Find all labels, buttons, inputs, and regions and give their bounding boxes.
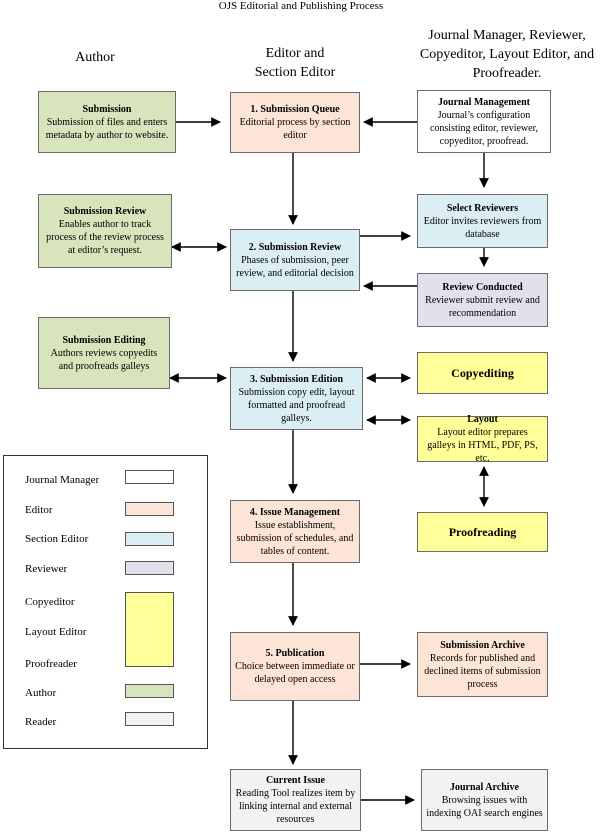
box-title: Journal Management — [438, 96, 530, 108]
box-title: Submission — [82, 103, 132, 115]
box-title: 3. Submission Edition — [249, 373, 344, 385]
box-title: Review Conducted — [442, 281, 523, 293]
box-text: Reading Tool realizes item by linking in… — [235, 788, 356, 825]
legend-swatch-author — [125, 684, 174, 698]
legend-swatch-production — [125, 592, 174, 667]
box-title: Proofreading — [448, 524, 517, 539]
proofreading-box: Proofreading — [417, 512, 548, 552]
journal-archive-box: Journal Archive Browsing issues with ind… — [421, 769, 548, 831]
select-reviewers-box: Select Reviewers Editor invites reviewer… — [417, 194, 548, 248]
box-title: 5. Publication — [265, 648, 325, 659]
box-text: Authors reviews copyedits and proofreads… — [50, 347, 158, 372]
legend-label-journal-manager: Journal Manager — [25, 474, 100, 486]
author-submission-editing-box: Submission Editing Authors reviews copye… — [38, 317, 170, 389]
submission-archive-box: Submission Archive Records for published… — [417, 632, 548, 697]
diagram-title: OJS Editorial and Publishing Process — [218, 0, 384, 12]
copyediting-box: Copyediting — [417, 352, 548, 394]
box-title: 4. Issue Management — [249, 506, 341, 518]
box-title: Select Reviewers — [446, 202, 519, 214]
box-text: Phases of submission, peer review, and e… — [236, 254, 354, 279]
box-title: Layout — [467, 414, 498, 425]
legend-label-reader: Reader — [25, 716, 57, 728]
box-text: Layout editor prepares galleys in HTML, … — [427, 427, 538, 464]
box-text: Browsing issues with indexing OAI search… — [426, 794, 543, 819]
editor-column-header: Editor and Section Editor — [254, 46, 336, 80]
box-text: Choice between immediate or delayed open… — [235, 661, 355, 685]
layout-box: Layout Layout editor prepares galleys in… — [417, 414, 548, 464]
roles-column-header: Journal Manager, Reviewer, Copyeditor, L… — [419, 28, 595, 81]
author-submission-review-box: Submission Review Enables author to trac… — [38, 194, 172, 268]
box-text: Editorial process by section editor — [239, 117, 351, 141]
legend-label-author: Author — [25, 687, 57, 699]
box-title: 2. Submission Review — [248, 241, 342, 253]
submission-queue-box: 1. Submission Queue Editorial process by… — [230, 92, 360, 153]
box-text: Editor invites reviewers from database — [423, 215, 542, 240]
author-submission-box: Submission Submission of files and enter… — [38, 91, 176, 153]
legend-label-proofreader: Proofreader — [25, 658, 77, 670]
box-title: Copyediting — [451, 365, 514, 380]
author-column-header: Author — [75, 50, 115, 65]
legend-label-section-editor: Section Editor — [25, 533, 89, 545]
legend-swatch-section-editor — [125, 532, 174, 546]
submission-review-box: 2. Submission Review Phases of submissio… — [230, 229, 360, 291]
legend-swatch-reviewer — [125, 561, 174, 575]
box-title: Submission Review — [63, 206, 147, 217]
box-text: Records for published and declined items… — [424, 652, 541, 690]
submission-edition-box: 3. Submission Edition Submission copy ed… — [230, 367, 363, 430]
review-conducted-box: Review Conducted Reviewer submit review … — [417, 273, 548, 327]
box-text: Submission of files and enters metadata … — [45, 116, 169, 141]
box-text: Journal’s configuration consisting edito… — [429, 109, 539, 147]
box-title: 1. Submission Queue — [250, 104, 340, 115]
legend: Journal Manager Editor Section Editor Re… — [3, 455, 208, 749]
box-title: Current Issue — [266, 775, 325, 786]
legend-swatch-reader — [125, 712, 174, 726]
box-title: Journal Archive — [450, 781, 519, 793]
legend-label-editor: Editor — [25, 504, 53, 516]
box-title: Submission Archive — [440, 639, 525, 651]
legend-swatch-journal-manager — [125, 470, 174, 484]
issue-management-box: 4. Issue Management Issue establishment,… — [230, 500, 360, 563]
legend-label-reviewer: Reviewer — [25, 563, 68, 575]
legend-label-layout-editor: Layout Editor — [25, 626, 87, 638]
box-text: Reviewer submit review and recommendatio… — [425, 294, 540, 319]
box-title: Submission Editing — [62, 334, 146, 346]
box-text: Submission copy edit, layout formatted a… — [238, 386, 355, 424]
legend-swatch-editor — [125, 502, 174, 516]
journal-management-box: Journal Management Journal’s configurati… — [417, 90, 551, 153]
box-text: Enables author to track process of the r… — [46, 219, 164, 256]
legend-label-copyeditor: Copyeditor — [25, 596, 75, 608]
current-issue-box: Current Issue Reading Tool realizes item… — [230, 769, 361, 831]
box-text: Issue establishment, submission of sched… — [236, 519, 354, 557]
publication-box: 5. Publication Choice between immediate … — [230, 632, 360, 701]
